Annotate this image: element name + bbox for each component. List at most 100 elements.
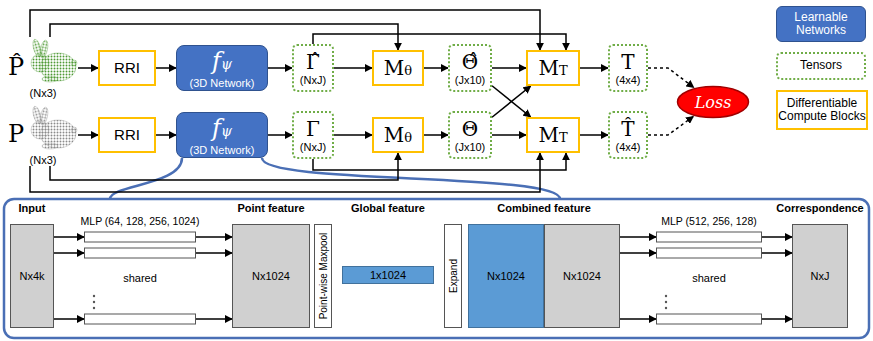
node-text: 1x1024 bbox=[370, 269, 406, 281]
node-text: Expand bbox=[448, 259, 459, 293]
ellipsis-dot bbox=[93, 301, 95, 303]
loss-ellipse: Loss bbox=[676, 85, 750, 119]
feature-box: Nx1024 bbox=[544, 224, 620, 328]
compute-block: MT bbox=[526, 50, 580, 86]
layer-arrow bbox=[54, 252, 84, 254]
node-text: Θ̂ bbox=[462, 50, 478, 74]
tensor-box: T̂(4x4) bbox=[608, 111, 648, 159]
mlp-layer bbox=[657, 248, 762, 258]
node-text: Loss bbox=[695, 93, 732, 112]
connector-arrow bbox=[580, 134, 608, 136]
connector-arrow bbox=[268, 134, 292, 136]
node-text: MLP (64, 128, 256, 1024) bbox=[81, 216, 200, 228]
mlp-stack: MLP (64, 128, 256, 1024)shared bbox=[84, 230, 196, 326]
node-subtext: (NxJ) bbox=[300, 141, 326, 153]
connector-arrow bbox=[78, 134, 98, 136]
node-subtext: (Nx3) bbox=[30, 87, 57, 99]
node-text: MT bbox=[538, 123, 567, 147]
tensor-box: Γ̂(NxJ) bbox=[292, 44, 334, 92]
feature-box: 1x1024 bbox=[342, 266, 434, 284]
node-text: Nx4k bbox=[19, 270, 44, 282]
legend-sample: Differentiable Compute Blocks bbox=[776, 90, 868, 130]
node-subtext: shared bbox=[123, 272, 157, 284]
operation-box: Point-wise Maxpool bbox=[314, 224, 332, 328]
connector-arrow bbox=[648, 68, 694, 87]
node-text: MT bbox=[538, 56, 567, 80]
connector-arrow bbox=[492, 67, 526, 69]
column-heading: Correspondence bbox=[776, 202, 863, 214]
node-subtext: (Nx3) bbox=[30, 154, 57, 166]
node-text: P̂ bbox=[8, 53, 24, 81]
connector-arrow bbox=[196, 236, 232, 238]
node-text: Nx1024 bbox=[563, 270, 601, 282]
ellipsis-dot bbox=[665, 301, 667, 303]
ellipsis-dot bbox=[93, 295, 95, 297]
connector-arrow bbox=[313, 153, 566, 170]
zoom-line bbox=[110, 158, 182, 199]
compute-block: Mθ bbox=[372, 50, 424, 86]
layer-arrow bbox=[762, 252, 792, 254]
mlp-layer bbox=[85, 248, 196, 258]
connector-arrow bbox=[334, 67, 372, 69]
connector-arrow bbox=[78, 67, 98, 69]
operation-box: Expand bbox=[444, 224, 462, 328]
zoom-line bbox=[262, 158, 560, 199]
point-cloud: P (Nx3) bbox=[8, 104, 78, 166]
tensor-box: Θ(Jx10) bbox=[448, 111, 492, 159]
layer-arrow bbox=[620, 318, 656, 320]
node-text: NxJ bbox=[811, 270, 830, 282]
network-box: fψ(3D Network) bbox=[176, 45, 268, 91]
feature-box: Nx1024 bbox=[468, 224, 544, 328]
node-subtext: (3D Network) bbox=[190, 144, 255, 156]
node-text: Mθ bbox=[384, 56, 412, 80]
connector-arrow bbox=[492, 134, 526, 136]
connector-arrow bbox=[54, 236, 84, 238]
column-heading: Combined feature bbox=[497, 202, 591, 214]
node-text: fψ bbox=[212, 114, 232, 142]
compute-block: MT bbox=[526, 117, 580, 153]
node-text: Θ bbox=[462, 117, 478, 141]
column-heading: Input bbox=[19, 202, 46, 214]
connector-arrow bbox=[620, 236, 656, 238]
connector-arrow bbox=[492, 86, 531, 117]
connector-arrow bbox=[313, 34, 566, 50]
node-text: T̂ bbox=[621, 117, 634, 141]
node-subtext: (Jx10) bbox=[455, 74, 486, 86]
network-box: fψ (3D Network) bbox=[176, 112, 268, 158]
feature-box: NxJ bbox=[792, 224, 848, 328]
connector-arrow bbox=[156, 134, 176, 136]
layer-arrow bbox=[762, 318, 792, 320]
node-subtext: (4x4) bbox=[615, 141, 640, 153]
legend-sample: Tensors bbox=[776, 52, 866, 80]
node-subtext: (3D Network) bbox=[190, 77, 255, 89]
compute-block: Mθ bbox=[372, 117, 424, 153]
legend-sample: Learnable Networks bbox=[776, 6, 866, 42]
node-text: Γ̂ bbox=[306, 50, 320, 74]
mlp-stack: MLP (512, 256, 128)shared bbox=[656, 230, 762, 326]
connector-arrow bbox=[580, 67, 608, 69]
point-cloud: P̂ (Nx3) bbox=[8, 37, 78, 99]
node-text: P bbox=[8, 120, 24, 148]
mlp-layer bbox=[85, 232, 196, 242]
ellipsis-dot bbox=[665, 307, 667, 309]
layer-arrow bbox=[196, 318, 232, 320]
feature-box: Nx4k bbox=[10, 224, 54, 328]
connector-arrow bbox=[648, 116, 693, 135]
connector-arrow bbox=[424, 67, 448, 69]
connector-arrow bbox=[268, 67, 292, 69]
connector-arrow bbox=[156, 67, 176, 69]
node-text: T bbox=[621, 50, 634, 74]
mlp-layer bbox=[657, 314, 762, 324]
node-text: Point-wise Maxpool bbox=[318, 233, 329, 320]
layer-arrow bbox=[54, 318, 84, 320]
node-text: Nx1024 bbox=[252, 270, 290, 282]
connector-arrow bbox=[424, 134, 448, 136]
feature-box: Nx1024 bbox=[232, 224, 310, 328]
node-subtext: (4x4) bbox=[615, 74, 640, 86]
legend-text: Tensors bbox=[800, 59, 842, 72]
tensor-box: Γ(NxJ) bbox=[292, 111, 334, 159]
zoom-panel bbox=[4, 199, 869, 338]
node-text: Mθ bbox=[384, 123, 412, 147]
compute-block: RRI bbox=[98, 50, 156, 86]
node-text: Γ bbox=[306, 117, 320, 141]
